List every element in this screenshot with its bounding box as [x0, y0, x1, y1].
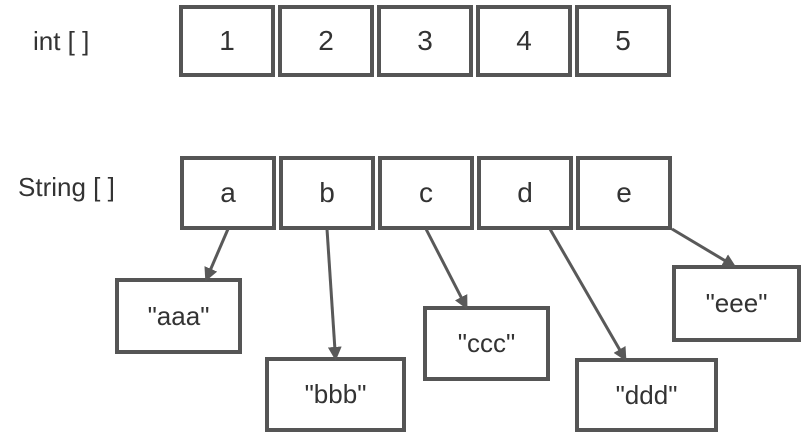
string-object-ddd: "ddd": [575, 358, 718, 432]
reference-arrow-c-to-ccc: [424, 228, 468, 310]
string-array-cell-a: a: [180, 156, 276, 230]
int-array: 1 2 3 4 5: [179, 5, 671, 77]
reference-arrow-e-to-eee: [671, 227, 737, 268]
string-array-cell-e: e: [576, 156, 672, 230]
string-array-label: String [ ]: [18, 172, 115, 202]
int-array-label: int [ ]: [33, 26, 90, 56]
reference-arrow-a-to-aaa: [204, 228, 230, 282]
string-object-bbb: "bbb": [265, 357, 406, 432]
string-array-cell-b: b: [279, 156, 375, 230]
int-array-cell-2: 3: [377, 5, 473, 77]
string-object-eee: "eee": [672, 265, 801, 342]
string-array-cell-d: d: [477, 156, 573, 230]
string-object-ccc: "ccc": [423, 306, 550, 381]
int-array-cell-3: 4: [476, 5, 572, 77]
int-array-cell-1: 2: [278, 5, 374, 77]
string-array-cell-c: c: [378, 156, 474, 230]
reference-arrow-b-to-bbb: [325, 228, 342, 361]
reference-arrow-d-to-ddd: [548, 228, 627, 362]
string-object-aaa: "aaa": [115, 278, 242, 354]
int-array-cell-0: 1: [179, 5, 275, 77]
int-array-cell-4: 5: [575, 5, 671, 77]
string-array: a b c d e: [180, 156, 672, 230]
